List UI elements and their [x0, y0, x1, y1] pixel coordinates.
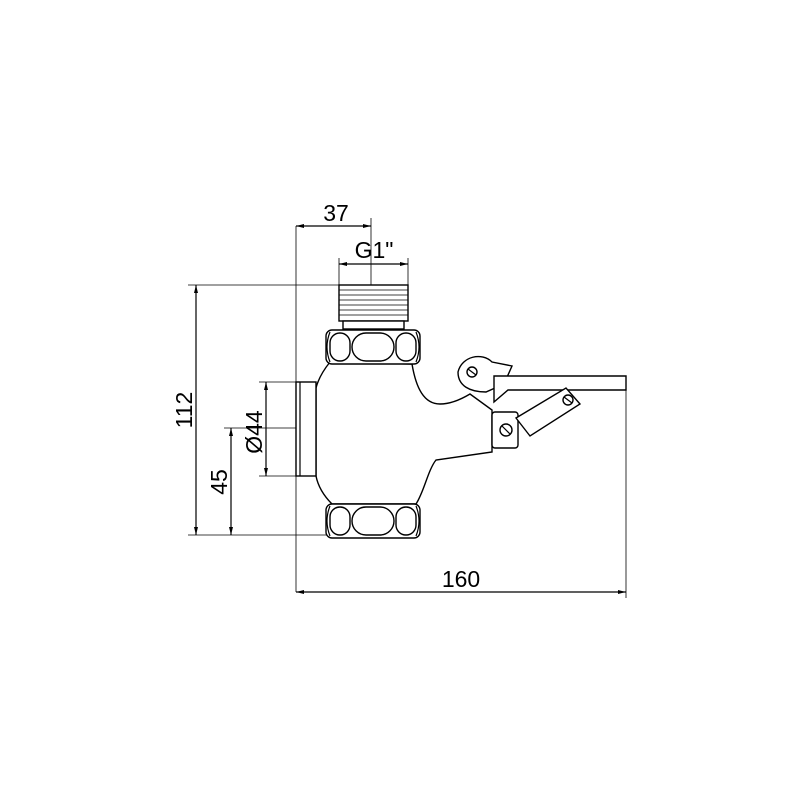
outlet-spigot [295, 381, 317, 477]
lever-assembly [457, 355, 627, 449]
upper-nut [325, 329, 421, 365]
dimension-160: 160 [296, 378, 627, 598]
dimension-diameter-label: Ø44 [241, 410, 267, 454]
dimension-diameter: Ø44 [241, 381, 296, 477]
dimension-thread-label: G1" [355, 237, 394, 263]
dimension-160-label: 160 [442, 566, 480, 592]
dimension-112: 112 [171, 284, 340, 536]
dimension-37-label: 37 [323, 200, 349, 226]
dimension-thread: G1" [338, 237, 409, 288]
valve-body [295, 284, 493, 539]
threaded-inlet [338, 284, 409, 330]
dimension-45: 45 [206, 427, 296, 535]
dimension-112-label: 112 [171, 392, 197, 429]
dimension-45-label: 45 [206, 469, 232, 495]
lower-nut [325, 503, 421, 539]
